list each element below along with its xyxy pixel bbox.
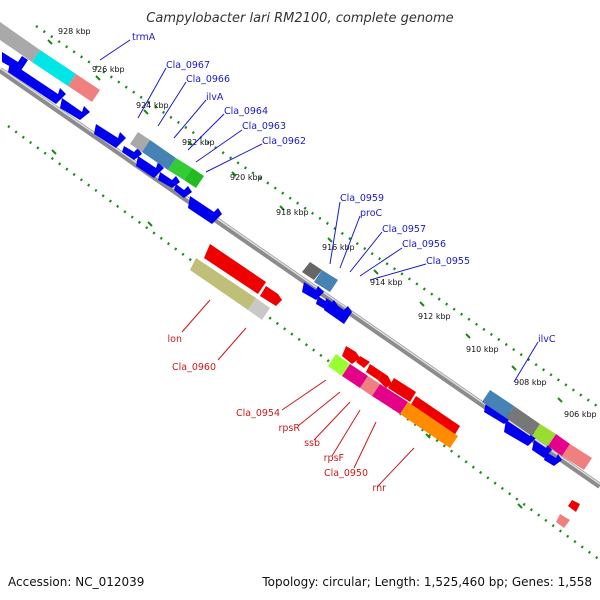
kbp-labels: 928 kbp 926 kbp 924 kbp 922 kbp 920 kbp … (58, 27, 597, 419)
reverse-cds (410, 396, 460, 436)
cla0960-bar (248, 298, 270, 320)
tick-label-924: 924 kbp (136, 101, 169, 110)
green-bar (184, 168, 204, 188)
gene-label-cla0956: Cla_0956 (402, 239, 446, 250)
steelblue-bar (314, 270, 338, 292)
forward-cds (504, 420, 538, 446)
gene-label-cla0960: Cla_0960 (172, 362, 216, 373)
green-bar (168, 158, 192, 180)
cla0954-bar (328, 354, 350, 376)
major-ticks (47, 39, 563, 509)
reverse-cds (568, 500, 580, 512)
outer-tick-guide (35, 24, 600, 410)
gene-label-cla0955: Cla_0955 (426, 256, 470, 267)
topology-text: Topology: circular; Length: 1,525,460 bp… (261, 575, 592, 589)
gene-label-cla0950: Cla_0950 (324, 468, 368, 479)
reverse-cds (204, 244, 266, 294)
reverse-feature-bars (190, 258, 570, 528)
gene-label-trmA: trmA (132, 32, 156, 43)
salmon-bar (562, 444, 592, 470)
gene-label-cla0966: Cla_0966 (186, 74, 230, 85)
forward-cds (136, 156, 164, 178)
reverse-cds (388, 378, 416, 402)
forward-cds (324, 298, 352, 324)
tick-label-922: 922 kbp (182, 138, 215, 147)
rpsR-bar (342, 364, 368, 388)
gene-label-cla0963: Cla_0963 (242, 121, 286, 132)
forward-cds (2, 52, 28, 72)
reverse-cds (260, 286, 282, 306)
ssb-bar (360, 376, 380, 396)
gene-label-cla0967: Cla_0967 (166, 60, 210, 71)
gene-label-cla0957: Cla_0957 (382, 224, 426, 235)
reverse-gene-labels: lon Cla_0960 Cla_0954 rpsR ssb rpsF Cla_… (168, 334, 387, 494)
forward-cds (188, 196, 222, 224)
steelblue-bar (142, 140, 176, 170)
tick-label-928: 928 kbp (58, 27, 91, 36)
gray-bar (506, 406, 540, 436)
tick-label-912: 912 kbp (418, 312, 451, 321)
dimgray-bar (302, 262, 322, 280)
lon-bar (190, 258, 256, 310)
forward-gene-labels: trmA Cla_0967 Cla_0966 ilvA Cla_0964 Cla… (132, 32, 556, 345)
forward-cds (122, 146, 142, 160)
gene-label-rpsF: rpsF (324, 453, 344, 464)
trmA-bar (32, 50, 76, 86)
forward-cds-track (2, 52, 562, 466)
tick-label-906: 906 kbp (564, 410, 597, 419)
gene-label-ilvA: ilvA (206, 92, 224, 103)
trmA-bar (68, 74, 100, 102)
reverse-cds (378, 372, 392, 388)
reverse-cds (356, 356, 370, 368)
reverse-cds-track (204, 244, 580, 512)
rpsF-bar (372, 384, 408, 414)
forward-feature-bars (0, 22, 592, 470)
steelblue-bar (482, 390, 514, 418)
forward-cds (174, 184, 192, 198)
forward-cds (158, 172, 180, 188)
trmA-bar (0, 22, 40, 62)
tick-label-916: 916 kbp (322, 243, 355, 252)
yellowgreen-bar (532, 424, 556, 446)
gene-label-cla0962: Cla_0962 (262, 136, 306, 147)
gene-label-proC: proC (360, 208, 383, 219)
gene-label-cla0959: Cla_0959 (340, 193, 384, 204)
map-title: Campylobacter lari RM2100, complete geno… (146, 11, 453, 26)
gene-label-cla0954: Cla_0954 (236, 408, 280, 419)
reverse-cds (366, 364, 382, 380)
forward-cds (8, 62, 66, 104)
tick-label-914: 914 kbp (370, 278, 403, 287)
inner-tick-guide (7, 124, 600, 562)
small-salmon-bar (556, 514, 570, 528)
gene-label-lon: lon (168, 334, 182, 345)
accession-text: Accession: NC_012039 (8, 575, 144, 589)
forward-gene-leaders (99, 39, 539, 383)
forward-cds (94, 124, 126, 148)
reverse-gene-leaders (181, 299, 415, 487)
reverse-cds (342, 346, 360, 364)
tick-label-910: 910 kbp (466, 345, 499, 354)
gray-bar (130, 132, 150, 152)
gene-label-ssb: ssb (304, 438, 320, 449)
tick-label-920: 920 kbp (230, 173, 263, 182)
tick-label-918: 918 kbp (276, 208, 309, 217)
forward-cds (60, 98, 90, 120)
magenta-bar (548, 434, 570, 456)
gene-label-cla0964: Cla_0964 (224, 106, 268, 117)
gene-label-rnr: rnr (372, 483, 386, 494)
forward-cds (302, 282, 324, 300)
tick-label-908: 908 kbp (514, 378, 547, 387)
gene-label-rpsR: rpsR (279, 423, 301, 434)
rnr-bar (400, 402, 458, 448)
tick-label-926: 926 kbp (92, 65, 125, 74)
gene-label-ilvC: ilvC (538, 334, 556, 345)
forward-cds (544, 452, 562, 466)
